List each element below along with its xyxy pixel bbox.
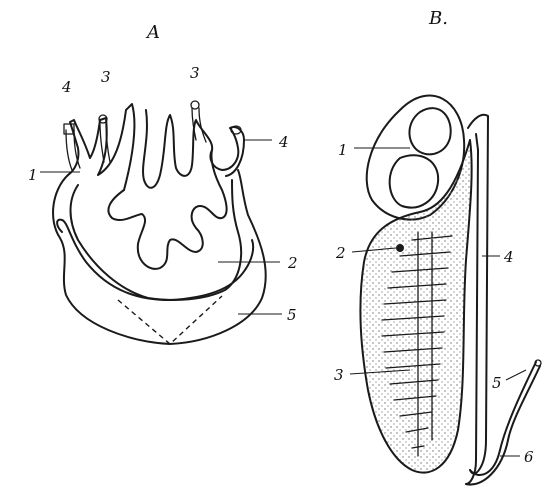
figure-a-label-4-right: 4: [278, 133, 289, 151]
figure-b-gland: [361, 140, 472, 473]
figure-a-label-2: 2: [287, 254, 298, 272]
figure-b-label-1: 1: [338, 141, 348, 159]
figure-b-label-4: 4: [503, 248, 514, 266]
figure-b: B. 1 2 3 4 5 6: [334, 8, 541, 485]
figure-b-label-2: 2: [335, 244, 346, 262]
figure-a-duct-4-right: [210, 127, 244, 176]
figure-a-outer-wall: [53, 170, 266, 344]
figure-a-dashed-lines: [118, 296, 222, 344]
figure-b-title: B.: [428, 8, 448, 29]
figure-a-label-4-left: 4: [61, 78, 72, 96]
figure-b-vesicles: [390, 108, 451, 207]
figure-a-duct-3-right-cap: [191, 101, 199, 109]
figure-a-label-1: 1: [28, 166, 38, 184]
figure-b-label-3: 3: [334, 366, 344, 384]
figure-a-title: A: [145, 22, 160, 43]
figure-a-label-3-left: 3: [101, 68, 111, 86]
figure-b-pore: [396, 244, 404, 252]
figure-b-label-5: 5: [492, 374, 502, 392]
figure-a-inner-wall: [71, 180, 242, 300]
figure-b-label-6: 6: [524, 448, 534, 466]
figure-b-leader-5: [506, 370, 526, 380]
figure-a-fold-5: [57, 220, 253, 300]
figure-a-label-5: 5: [287, 306, 297, 324]
figure-a: A 1 2 3 3 4 4 5: [28, 22, 298, 344]
figure-a-label-3-right: 3: [190, 64, 200, 82]
figure-a-lamellae: [108, 110, 226, 269]
